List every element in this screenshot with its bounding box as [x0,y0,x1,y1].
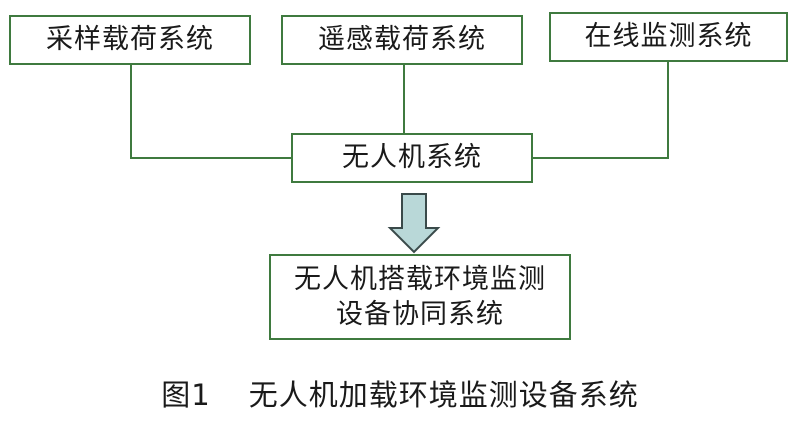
box-uav-label: 无人机系统 [342,142,482,174]
connector-sampling-to-uav [130,65,291,159]
box-remote-label: 遥感载荷系统 [318,24,486,56]
figure-caption: 图1 无人机加载环境监测设备系统 [0,372,800,414]
box-remote-sensing-payload-system: 遥感载荷系统 [281,15,523,65]
box-online-monitoring-system: 在线监测系统 [549,12,788,62]
connector-online-to-uav [533,62,669,159]
box-sampling-payload-system: 采样载荷系统 [9,15,251,65]
figure-number: 图1 [161,378,211,412]
down-arrow-icon [387,193,441,254]
box-collab-label-line1: 无人机搭载环境监测 [294,263,546,295]
box-collab-label-line2: 设备协同系统 [336,299,504,330]
figure-title: 无人机加载环境监测设备系统 [248,378,639,412]
box-online-label: 在线监测系统 [584,21,753,53]
box-sampling-label: 采样载荷系统 [46,24,214,56]
box-collaborative-system: 无人机搭载环境监测 设备协同系统 [269,254,571,340]
box-uav-system: 无人机系统 [291,133,533,183]
